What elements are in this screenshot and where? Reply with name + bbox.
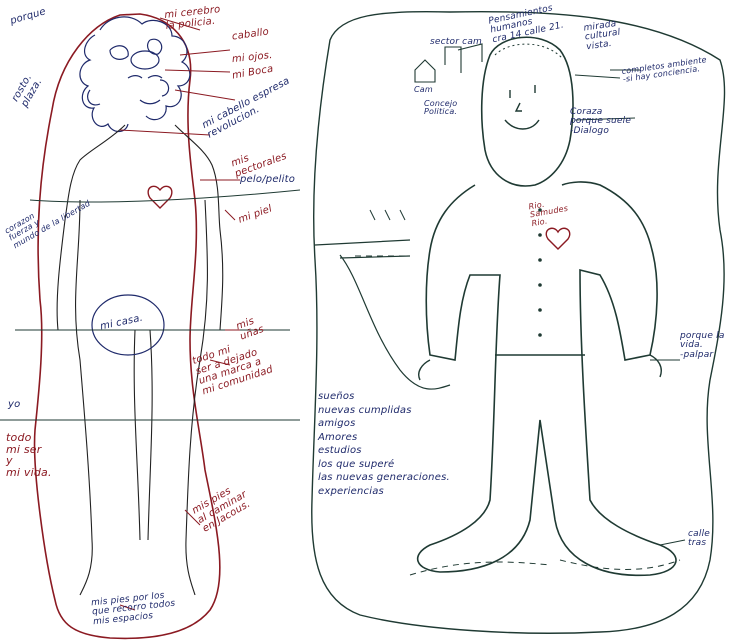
label-coraza: Coraza porque suele -Dialogo bbox=[570, 108, 631, 136]
memory-list: sueños nuevas cumplidas amigos Amores es… bbox=[318, 392, 450, 497]
label-todo-mi-vida: todo mi ser y mi vida. bbox=[6, 432, 52, 478]
left-body-drawing: porque mi cerebro la policia. caballo mi… bbox=[0, 0, 300, 640]
street-lines bbox=[315, 240, 450, 389]
label-yo: yo bbox=[8, 400, 20, 411]
shirt-buttons bbox=[538, 208, 542, 337]
figure-body bbox=[418, 182, 676, 575]
list-item: estudios bbox=[318, 446, 450, 457]
figure-head bbox=[482, 37, 573, 186]
hair-scribble bbox=[80, 17, 190, 132]
chest-heart bbox=[546, 228, 569, 249]
right-figure-sketch bbox=[300, 0, 734, 640]
right-body-drawing: Pensamientos humanos cra 14 calle 21. se… bbox=[300, 0, 734, 640]
label-sector: sector cam bbox=[430, 38, 482, 47]
list-item: las nuevas generaciones. bbox=[318, 473, 450, 484]
label-cam: Cam bbox=[414, 86, 433, 94]
list-item: nuevas cumplidas bbox=[318, 406, 450, 417]
heart-shape bbox=[148, 186, 172, 208]
label-porque-la-vida: porque la vida. -palpar bbox=[680, 332, 725, 360]
face bbox=[505, 85, 539, 129]
house-drawing bbox=[415, 44, 482, 82]
label-mirada: mirada cultural vista. bbox=[583, 20, 622, 53]
hair-dots bbox=[495, 44, 562, 58]
label-pelo: pelo/pelito bbox=[240, 175, 295, 186]
label-concejo: Concejo Politica. bbox=[424, 100, 457, 117]
list-item: sueños bbox=[318, 392, 450, 403]
list-item: Amores bbox=[318, 433, 450, 444]
list-item: los que superé bbox=[318, 460, 450, 471]
label-calle-tras: calle tras bbox=[688, 530, 710, 549]
list-item: amigos bbox=[318, 419, 450, 430]
list-item: experiencias bbox=[318, 487, 450, 498]
